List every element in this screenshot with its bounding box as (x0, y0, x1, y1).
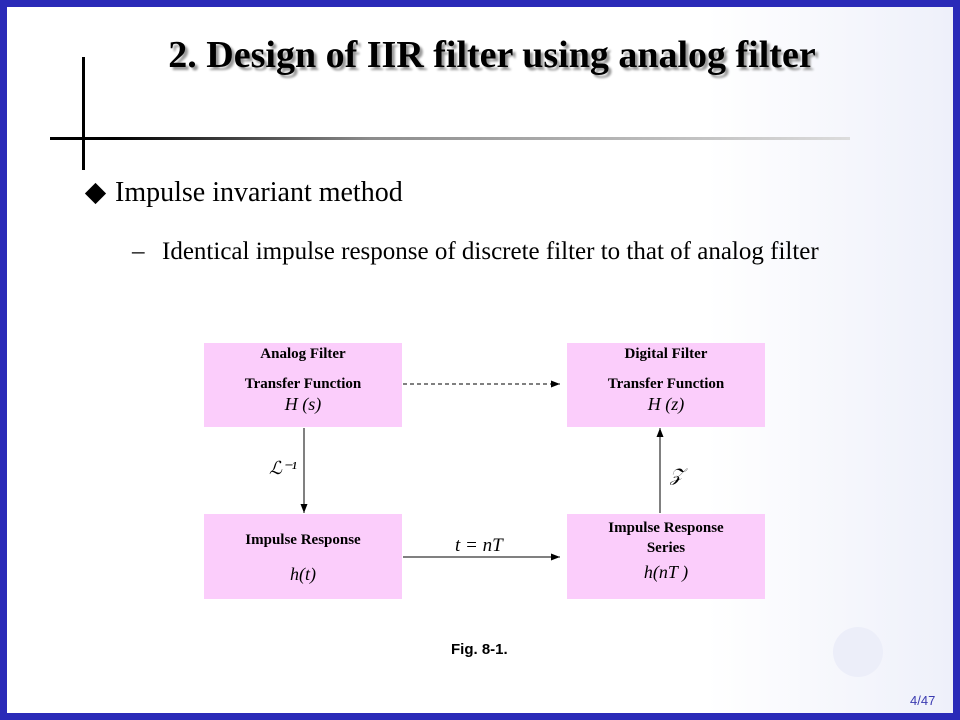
slide-title: 2. Design of IIR filter using analog fil… (168, 34, 816, 76)
bullet-item: Impulse invariant method (84, 177, 403, 209)
edge-label-inverse-laplace: ℒ⁻¹ (269, 458, 297, 478)
node-digital-line2: Transfer Function (607, 376, 725, 392)
sub-bullet-item: – Identical impulse response of discrete… (132, 233, 852, 271)
node-impulse-response-series: Impulse Response Series h(nT ) (567, 514, 765, 599)
node-digital-transfer-function: Digital Filter Transfer Function H (z) (567, 343, 765, 427)
node-series-line1: Impulse Response (608, 520, 724, 536)
watermark-circle (833, 627, 883, 677)
bullet-text: Impulse invariant method (115, 177, 403, 208)
sub-bullet-text: Identical impulse response of discrete f… (162, 238, 819, 265)
node-analog-math: H (s) (284, 394, 322, 414)
edge-label-z-transform: 𝒵 (670, 465, 684, 485)
node-digital-line1: Digital Filter (624, 346, 708, 362)
dash-bullet-icon: – (132, 238, 145, 265)
node-analog-transfer-function: Analog Filter Transfer Function H (s) (204, 343, 402, 427)
node-impulse-math: h(t) (290, 564, 316, 584)
diagram-edges (300, 380, 664, 561)
node-analog-line2: Transfer Function (244, 376, 362, 392)
node-impulse-response: Impulse Response h(t) (204, 514, 402, 599)
title-horizontal-rule (50, 137, 850, 140)
figure-caption: Fig. 8-1. (451, 641, 508, 658)
node-digital-math: H (z) (647, 394, 685, 414)
edge-label-sampling: t = nT (455, 535, 503, 556)
title-vertical-rule (82, 57, 85, 170)
node-series-line2: Series (646, 540, 686, 556)
node-series-math: h(nT ) (643, 562, 689, 582)
node-analog-line1: Analog Filter (260, 346, 346, 362)
page-number: 4/47 (910, 693, 936, 708)
node-impulse-line1: Impulse Response (245, 532, 361, 548)
